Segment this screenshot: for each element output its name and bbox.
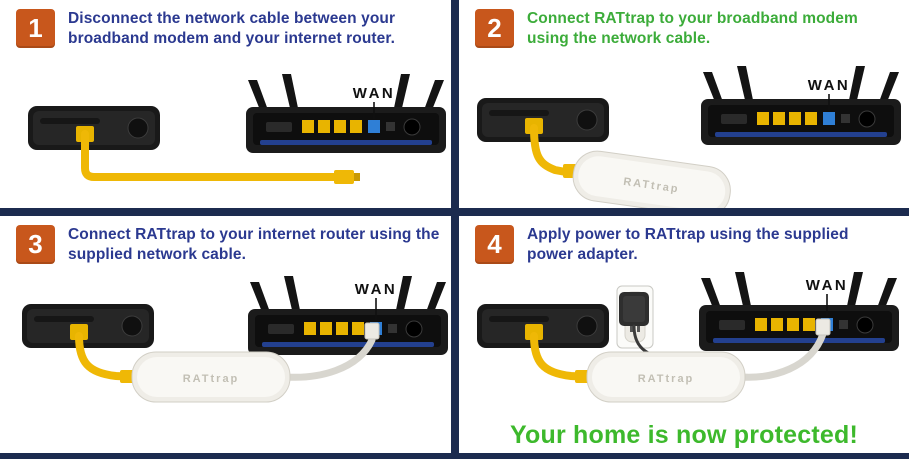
modem-illustration — [21, 303, 155, 349]
horizontal-divider — [0, 208, 909, 216]
ethernet-cable-yellow — [530, 124, 581, 178]
router-illustration — [698, 271, 900, 352]
cable-connector-white — [815, 318, 831, 336]
ethernet-cable-yellow — [75, 332, 138, 381]
step-text: Disconnect the network cable between you… — [68, 10, 396, 47]
cable-connector — [334, 170, 354, 184]
security-device-illustration — [569, 147, 734, 208]
step-2-illustration: WAN — [476, 65, 902, 208]
step-1-illustration: WAN — [27, 73, 447, 184]
step-number-badge: 4 — [475, 225, 514, 264]
modem-illustration — [27, 105, 161, 151]
step-text: Connect RATtrap to your broadband modem … — [527, 10, 858, 47]
step-3-panel: WAN 3 Connect RATtrap to your internet r… — [0, 216, 451, 453]
ethernet-cable-yellow — [530, 332, 593, 381]
cable-connector-white — [364, 322, 380, 340]
step-2-panel: WAN 2 Connect RATtrap to your broadband … — [459, 0, 909, 208]
modem-illustration — [476, 97, 610, 143]
cable-connector-tip — [354, 173, 360, 181]
wan-label: WAN — [808, 77, 851, 94]
step-4-header: 4 Apply power to RATtrap using the suppl… — [459, 216, 909, 265]
step-text: Connect RATtrap to your internet router … — [68, 226, 440, 263]
step-3-illustration: WAN — [21, 275, 449, 403]
step-4-panel: WAN 4 Apply power to RATtrap using the s… — [459, 216, 909, 453]
bottom-edge-bar — [0, 453, 909, 459]
step-3-header: 3 Connect RATtrap to your internet route… — [0, 216, 451, 265]
step-number-badge: 3 — [16, 225, 55, 264]
step-2-header: 2 Connect RATtrap to your broadband mode… — [459, 0, 909, 49]
step-number-badge: 2 — [475, 9, 514, 48]
step-number-badge: 1 — [16, 9, 55, 48]
vertical-divider — [451, 0, 459, 459]
power-adapter-illustration — [619, 292, 649, 326]
security-device-illustration — [586, 351, 746, 403]
step-4-illustration: WAN — [476, 271, 900, 403]
step-1-header: 1 Disconnect the network cable between y… — [0, 0, 451, 49]
router-illustration — [245, 73, 447, 154]
modem-illustration — [476, 303, 610, 349]
wan-label: WAN — [353, 85, 396, 102]
security-device-illustration — [131, 351, 291, 403]
step-1-panel: WAN 1 Disconnect the network cable betwe… — [0, 0, 451, 208]
wan-label: WAN — [806, 277, 849, 294]
ethernet-cable-gray — [282, 336, 376, 381]
ethernet-cable-gray — [737, 330, 827, 381]
ethernet-cable-yellow — [81, 130, 338, 181]
protected-footer-text: Your home is now protected! — [509, 421, 858, 449]
router-illustration — [700, 65, 902, 146]
wan-label: WAN — [355, 281, 398, 298]
router-illustration — [247, 275, 449, 356]
step-text: Apply power to RATtrap using the supplie… — [527, 226, 849, 263]
